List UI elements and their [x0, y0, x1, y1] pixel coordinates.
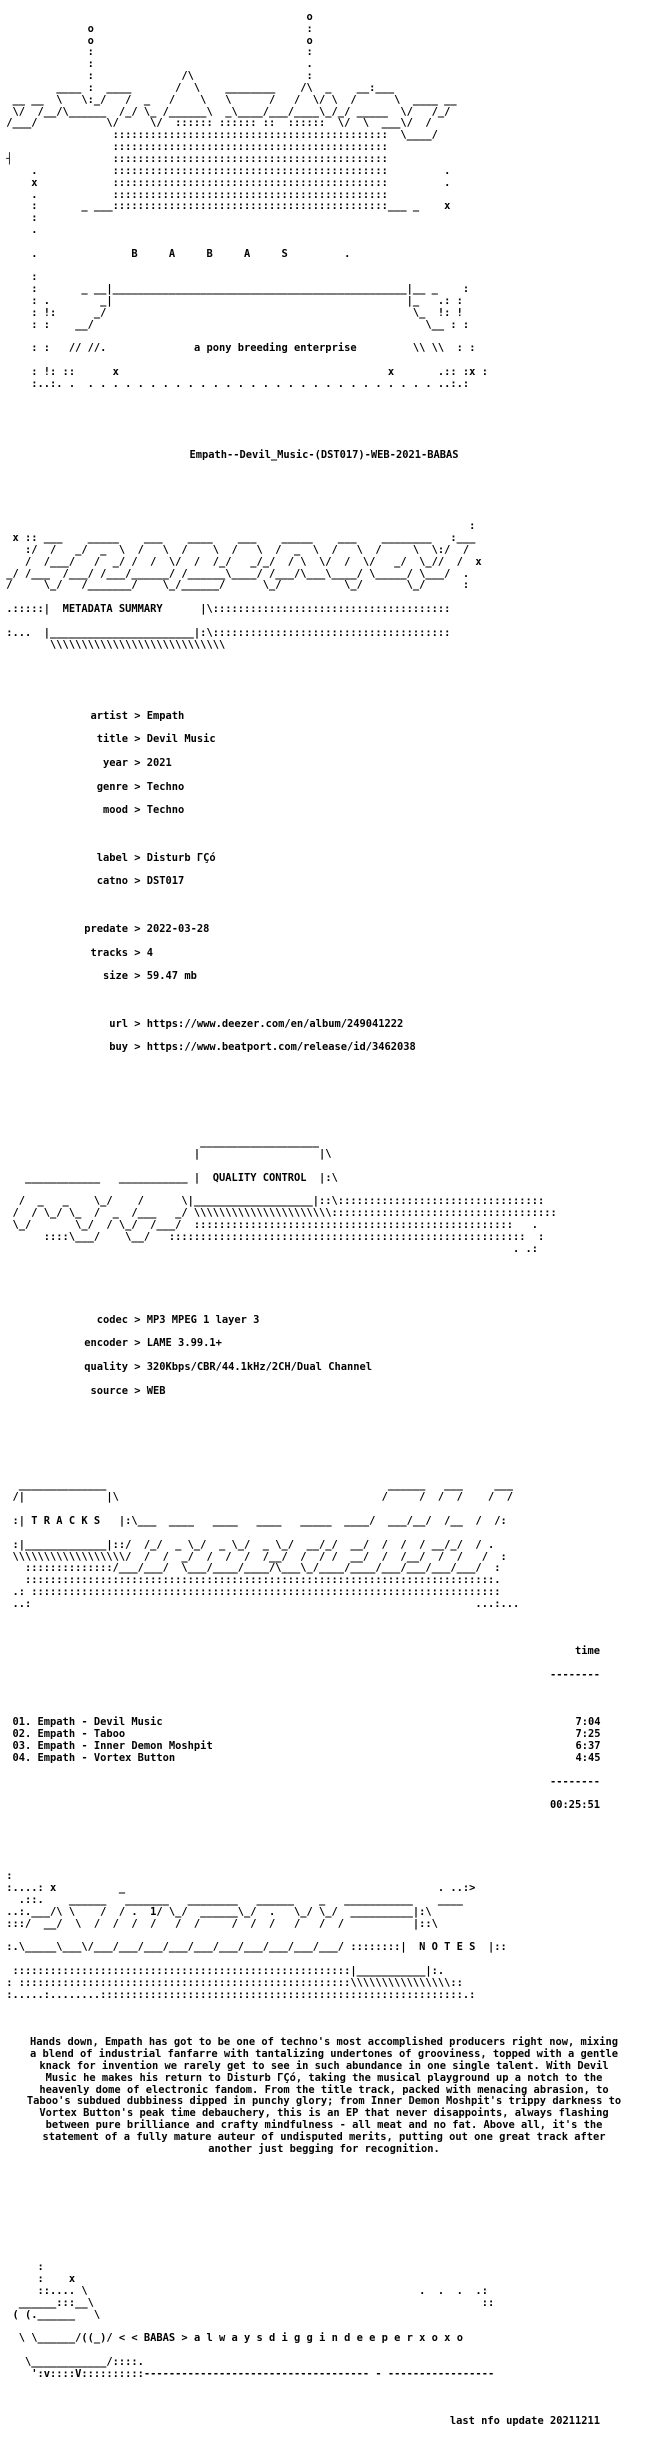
- tracks-total-time: 00:25:51: [549, 1799, 600, 1812]
- footer-rule-art: \____________/::::. ':v::::V::::::::::--…: [25, 2355, 495, 2380]
- tracks-rule-bottom: --------: [549, 1775, 600, 1788]
- header-frame-art: : : _ __|_______________________________…: [31, 271, 470, 331]
- notes-ascii-art-top: : :....: x _ . ..:> .::. ______ _______ …: [6, 1870, 476, 1930]
- tracks-rule-top: --------: [549, 1668, 600, 1681]
- quality-row-source: source > WEB: [90, 1384, 166, 1397]
- header-ascii-art: o o : o o : : :: [6, 10, 457, 237]
- metadata-row-predate: predate > 2022-03-28: [84, 922, 210, 935]
- header-bottom-art: : !: :: x x .:: :x : :..:. . . . . . . .…: [31, 366, 488, 390]
- quality-row-codec: codec > MP3 MPEG 1 layer 3: [96, 1313, 260, 1326]
- metadata-row-genre: genre > Techno: [96, 780, 185, 793]
- tracks-time-header: time: [574, 1645, 600, 1658]
- quality-row-quality: quality > 320Kbps/CBR/44.1kHz/2CH/Dual C…: [84, 1361, 372, 1374]
- header-letters: . B A B A S .: [0, 247, 351, 260]
- tracks-section-title: :| T R A C K S |:\___ ____ ____ ____ ___…: [0, 1515, 507, 1527]
- notes-ascii-art: ::::::::::::::::::::::::::::::::::::::::…: [6, 1965, 476, 2001]
- last-nfo-update: last nfo update 20211211: [449, 2415, 600, 2428]
- metadata-row-title: title > Devil Music: [96, 733, 216, 746]
- metadata-row-mood: mood > Techno: [102, 804, 185, 817]
- metadata-row-label: label > Disturb ΓÇó: [96, 851, 216, 864]
- metadata-row-year: year > 2021: [102, 757, 172, 769]
- metadata-section-underline: :... |_______________________|:\::::::::…: [6, 626, 451, 651]
- metadata-row-artist: artist > Empath: [90, 709, 185, 722]
- metadata-row-size: size > 59.47 mb: [102, 970, 197, 983]
- release-title: Empath--Devil_Music-(DST017)-WEB-2021-BA…: [189, 449, 459, 462]
- footer-group: BABAS: [143, 2332, 176, 2345]
- footer-motto-line: \ \______/((_)/ < < BABAS > a l w a y s …: [0, 2332, 463, 2345]
- metadata-section-title: .:::::| METADATA SUMMARY |\:::::::::::::…: [0, 603, 451, 616]
- footer-ascii-art: : : x ::.... \ . . . .: ______:::__\ :: …: [12, 2261, 495, 2321]
- metadata-row-buy[interactable]: buy > https://www.beatport.com/release/i…: [109, 1041, 416, 1054]
- beatport-link[interactable]: https://www.beatport.com/release/id/3462…: [146, 1041, 416, 1054]
- notes-paragraph: Hands down, Empath has got to be one of …: [26, 2036, 622, 2155]
- quality-row-encoder: encoder > LAME 3.99.1+: [84, 1337, 222, 1350]
- quality-ascii-art: / _ _ \_/ / \|___________________|::\:::…: [12, 1195, 557, 1255]
- metadata-row-catno: catno > DST017: [96, 875, 185, 888]
- tracks-ascii-art-top: ______________ ______ ___ ___ /| |\ / / …: [12, 1479, 513, 1504]
- metadata-ascii-art: : x :: ___ _____ ___ ____ ___ _____ ___ …: [6, 520, 482, 592]
- header-tagline: : : // //. a pony breeding enterprise \\…: [0, 342, 476, 355]
- quality-section-title: ____________ ___________ | QUALITY CONTR…: [0, 1171, 338, 1184]
- metadata-row-tracks: tracks > 4: [90, 946, 154, 959]
- tracks-ascii-art: :|_____________|::/ /_/ _ \_/ _ \_/ _ \_…: [12, 1538, 520, 1610]
- quality-ascii-art-top: ___________________ | |\: [193, 1136, 332, 1160]
- deezer-link[interactable]: https://www.deezer.com/en/album/24904122…: [146, 1017, 404, 1030]
- notes-section-title: :.\_____\___\/___/___/___/___/___/___/__…: [0, 1941, 507, 1954]
- footer-motto: a l w a y s d i g g i n d e e p e r x o …: [193, 2332, 463, 2345]
- metadata-row-url[interactable]: url > https://www.deezer.com/en/album/24…: [109, 1017, 404, 1030]
